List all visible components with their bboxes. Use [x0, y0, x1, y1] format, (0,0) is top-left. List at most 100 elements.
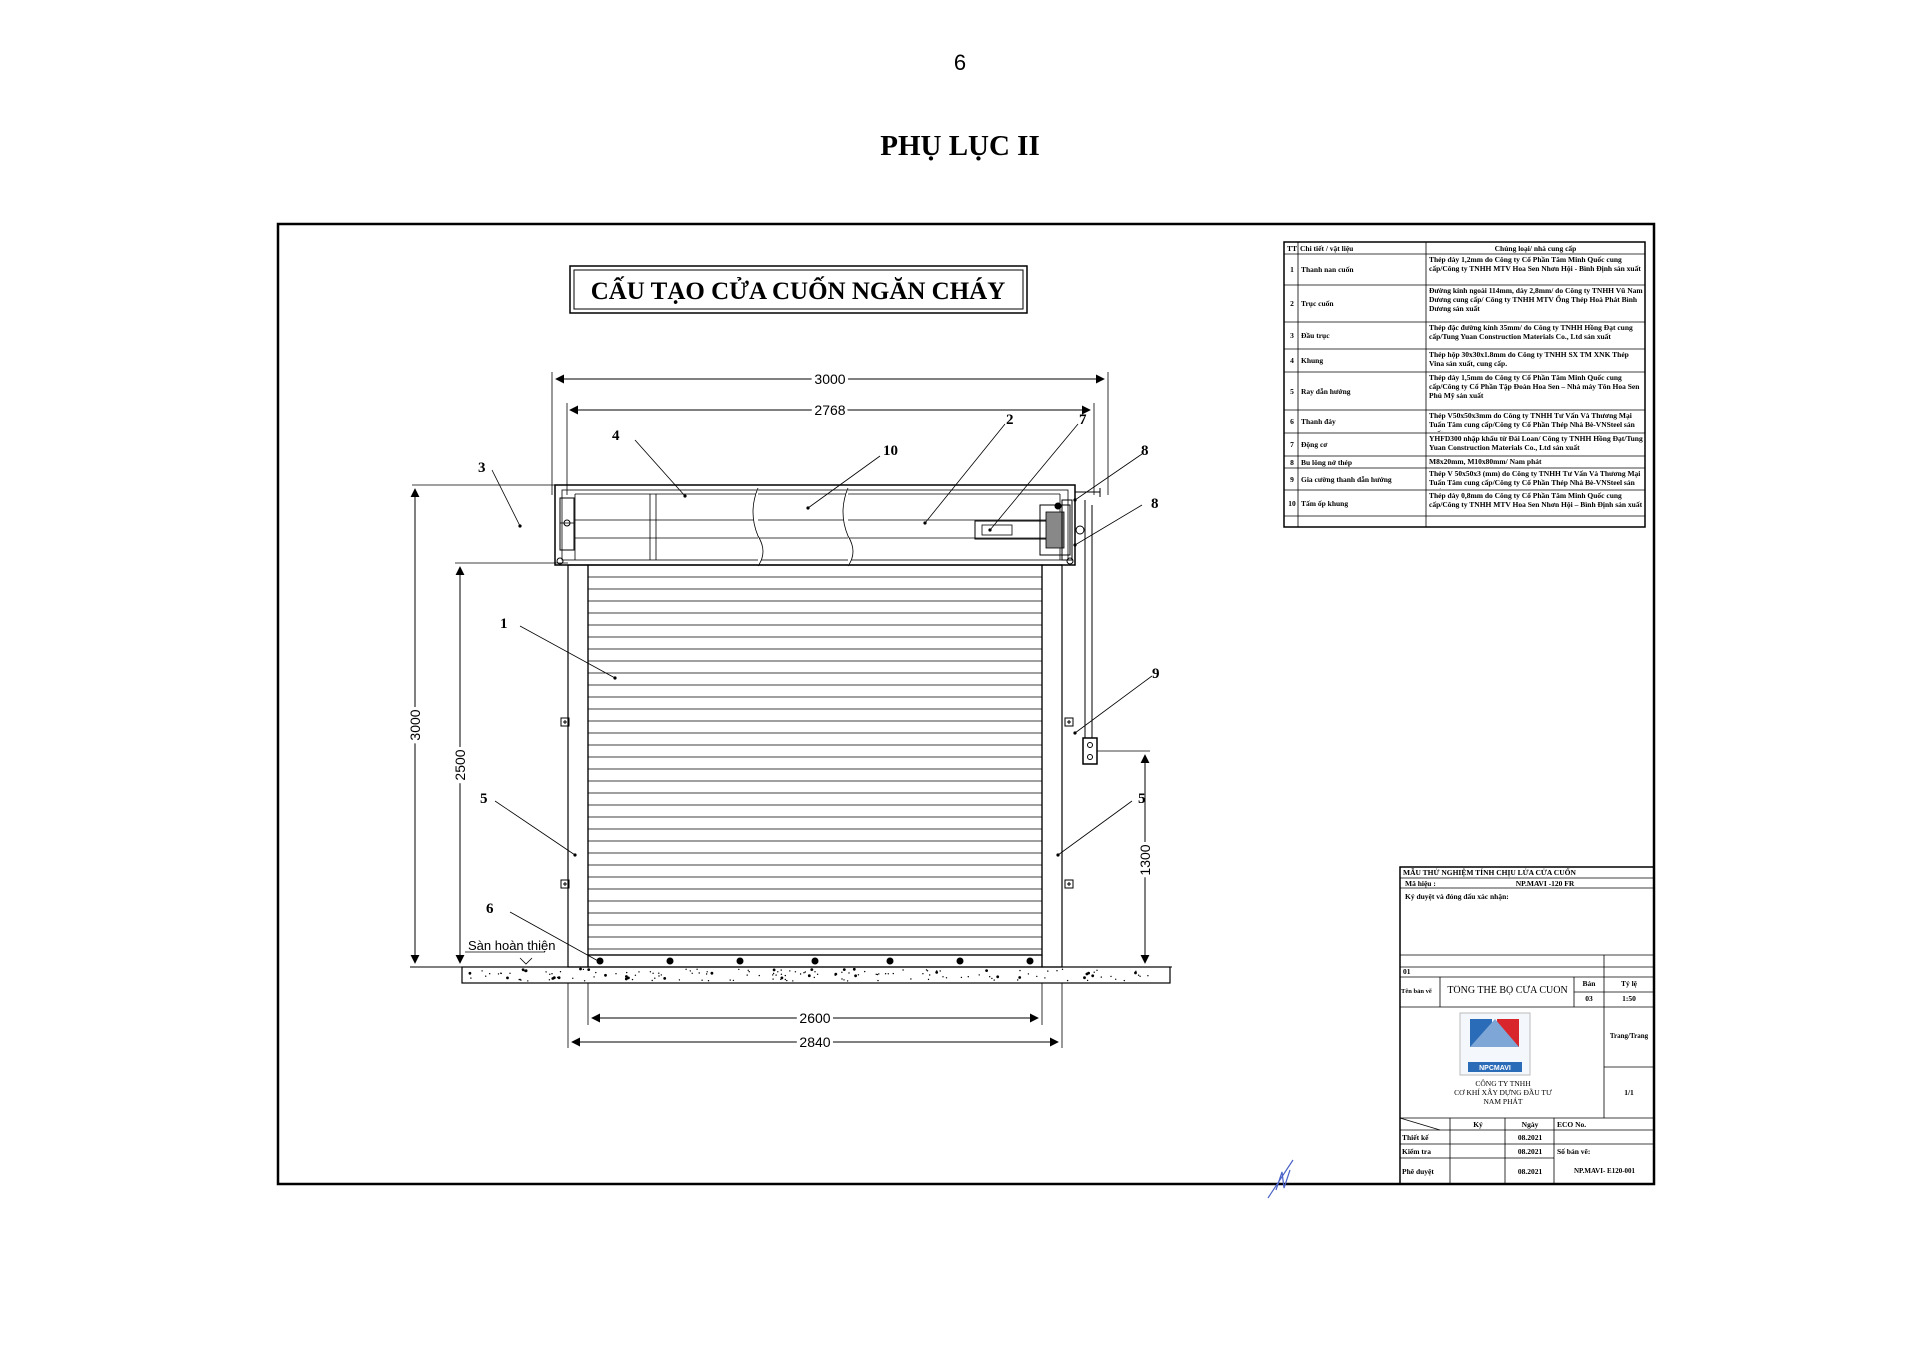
callout-6: 6 — [486, 901, 494, 917]
floor-speckle — [1019, 969, 1021, 972]
title-block — [1399, 866, 1655, 1185]
floor-speckle — [651, 979, 653, 982]
floor-speckle — [557, 976, 561, 980]
dim-control-height: 1300 — [1137, 844, 1153, 875]
floor-speckle — [520, 979, 522, 981]
floor-speckle — [521, 968, 525, 972]
tb-role-design: Thiết kế — [1402, 1133, 1429, 1142]
tb-drawing-no: NP.MAVI- E120-001 — [1573, 1167, 1636, 1175]
dim-bottom-inner: 2600 — [799, 1010, 830, 1026]
floor-speckle — [489, 973, 491, 975]
floor-speckle — [848, 972, 850, 974]
floor-speckle — [877, 979, 879, 982]
floor-speckle — [780, 973, 783, 975]
floor-speckle — [794, 971, 797, 973]
floor-speckle — [775, 974, 777, 976]
floor-speckle — [685, 968, 687, 970]
tb-sheet-value: 03 — [1585, 994, 1593, 1003]
callout-4: 4 — [612, 428, 620, 444]
floor-speckle — [926, 970, 929, 972]
tb-approval-label: Ký duyệt và đóng dấu xác nhận: — [1405, 892, 1509, 901]
floor-speckle — [1096, 969, 1098, 971]
floor-speckle — [887, 973, 889, 975]
floor-speckle — [583, 980, 586, 982]
floor-speckle — [500, 972, 502, 974]
callout-5-right: 5 — [1138, 791, 1146, 807]
mt-header-part: Chi tiết / vật liệu — [1300, 244, 1354, 253]
materials-row-part: Ray dẫn hướng — [1301, 386, 1351, 396]
tb-drawing-no-label: Số bản vẽ: — [1557, 1147, 1591, 1156]
floor-speckle — [922, 973, 924, 975]
floor-speckle — [689, 970, 691, 972]
floor-speckle — [960, 976, 963, 979]
floor-speckle — [658, 972, 660, 974]
floor-speckle — [518, 978, 520, 981]
tb-date-design: 08.2021 — [1517, 1133, 1543, 1142]
floor-speckle — [634, 974, 637, 976]
floor-speckle — [927, 978, 930, 981]
floor-speckle — [548, 979, 551, 981]
floor-speckle — [991, 977, 993, 980]
callout-9: 9 — [1152, 666, 1160, 682]
floor-speckle — [774, 969, 776, 971]
floor-speckle — [784, 974, 786, 977]
floor-speckle — [807, 974, 811, 978]
materials-row-spec: YHFD300 nhập khẩu từ Đài Loan/ Công ty T… — [1429, 434, 1643, 452]
tb-drawing-name: TỔNG THỂ BỘ CỬA CUỐN — [1447, 985, 1568, 996]
floor-speckle — [587, 968, 591, 971]
floor-speckle — [706, 971, 708, 973]
floor-speckle — [786, 979, 788, 982]
floor-speckle — [1100, 976, 1103, 978]
materials-row-no: 7 — [1290, 440, 1294, 449]
callout-10: 10 — [883, 443, 898, 459]
dim-overall-width: 3000 — [814, 371, 845, 387]
materials-row-part: Tấm ốp khung — [1301, 498, 1349, 508]
mt-header-spec: Chủng loại/ nhà cung cấp — [1494, 244, 1577, 253]
tb-code-value: NP.MAVI -120 FR — [1515, 879, 1575, 888]
materials-row-spec: Thép V 50x50x3 (mm) do Công ty TNHH Tư V… — [1429, 469, 1641, 489]
materials-row-part: Trục cuốn — [1301, 299, 1334, 308]
tb-scale-label: Tỷ lệ — [1620, 979, 1638, 988]
tb-date-col: Ngày — [1521, 1120, 1539, 1129]
floor-speckle — [816, 973, 819, 975]
floor-speckle — [841, 978, 843, 980]
floor-speckle — [624, 977, 628, 981]
materials-row-no: 5 — [1290, 386, 1294, 396]
tb-company-line-3: NAM PHÁT — [1483, 1097, 1523, 1106]
materials-row-spec: Thép dày 0,8mm do Công ty Cổ Phần Tâm Mi… — [1429, 491, 1643, 509]
tb-company-line-2: CƠ KHÍ XÂY DỰNG ĐẦU TƯ — [1454, 1088, 1552, 1097]
floor-speckle — [813, 976, 815, 979]
floor-speckle — [804, 971, 806, 973]
door-elevation — [410, 372, 1172, 1048]
floor-speckle — [582, 968, 585, 971]
floor-speckle — [470, 977, 472, 979]
floor-speckle — [658, 975, 660, 977]
floor-speckle — [1066, 979, 1069, 982]
floor-speckle — [572, 977, 574, 979]
floor-speckle — [945, 977, 948, 979]
drawing-title: CẤU TẠO CỬA CUỐN NGĂN CHÁY — [591, 276, 1006, 305]
floor-speckle — [710, 971, 714, 975]
floor-speckle — [929, 974, 931, 976]
tb-sample-label: MẪU THỬ NGHIỆM TÍNH CHỊU LỬA CỬA CUỐN — [1403, 868, 1576, 877]
floor-speckle — [854, 974, 857, 978]
floor-speckle — [527, 980, 529, 982]
floor-speckle — [1061, 968, 1064, 970]
floor-speckle — [1027, 973, 1030, 975]
floor-speckle — [1056, 970, 1058, 972]
floor-speckle — [1093, 971, 1095, 973]
floor-speckle — [789, 970, 791, 972]
floor-speckle — [810, 968, 814, 971]
dim-door-height: 2500 — [452, 749, 468, 780]
floor-speckle — [649, 971, 652, 973]
materials-row-part: Bu lông nở thép — [1301, 457, 1353, 467]
materials-row-no: 10 — [1288, 498, 1296, 508]
floor-speckle — [1047, 970, 1049, 972]
floor-speckle — [615, 973, 617, 975]
materials-row-spec: M8x20mm, M10x80mm/ Nam phát — [1429, 457, 1542, 466]
floor-speckle — [729, 979, 731, 981]
floor-speckle — [747, 969, 749, 971]
materials-row-spec: Thép dày 1,5mm do Công ty Cổ Phần Tâm Mi… — [1429, 373, 1640, 400]
floor-speckle — [481, 970, 483, 972]
floor-speckle — [1091, 974, 1095, 978]
